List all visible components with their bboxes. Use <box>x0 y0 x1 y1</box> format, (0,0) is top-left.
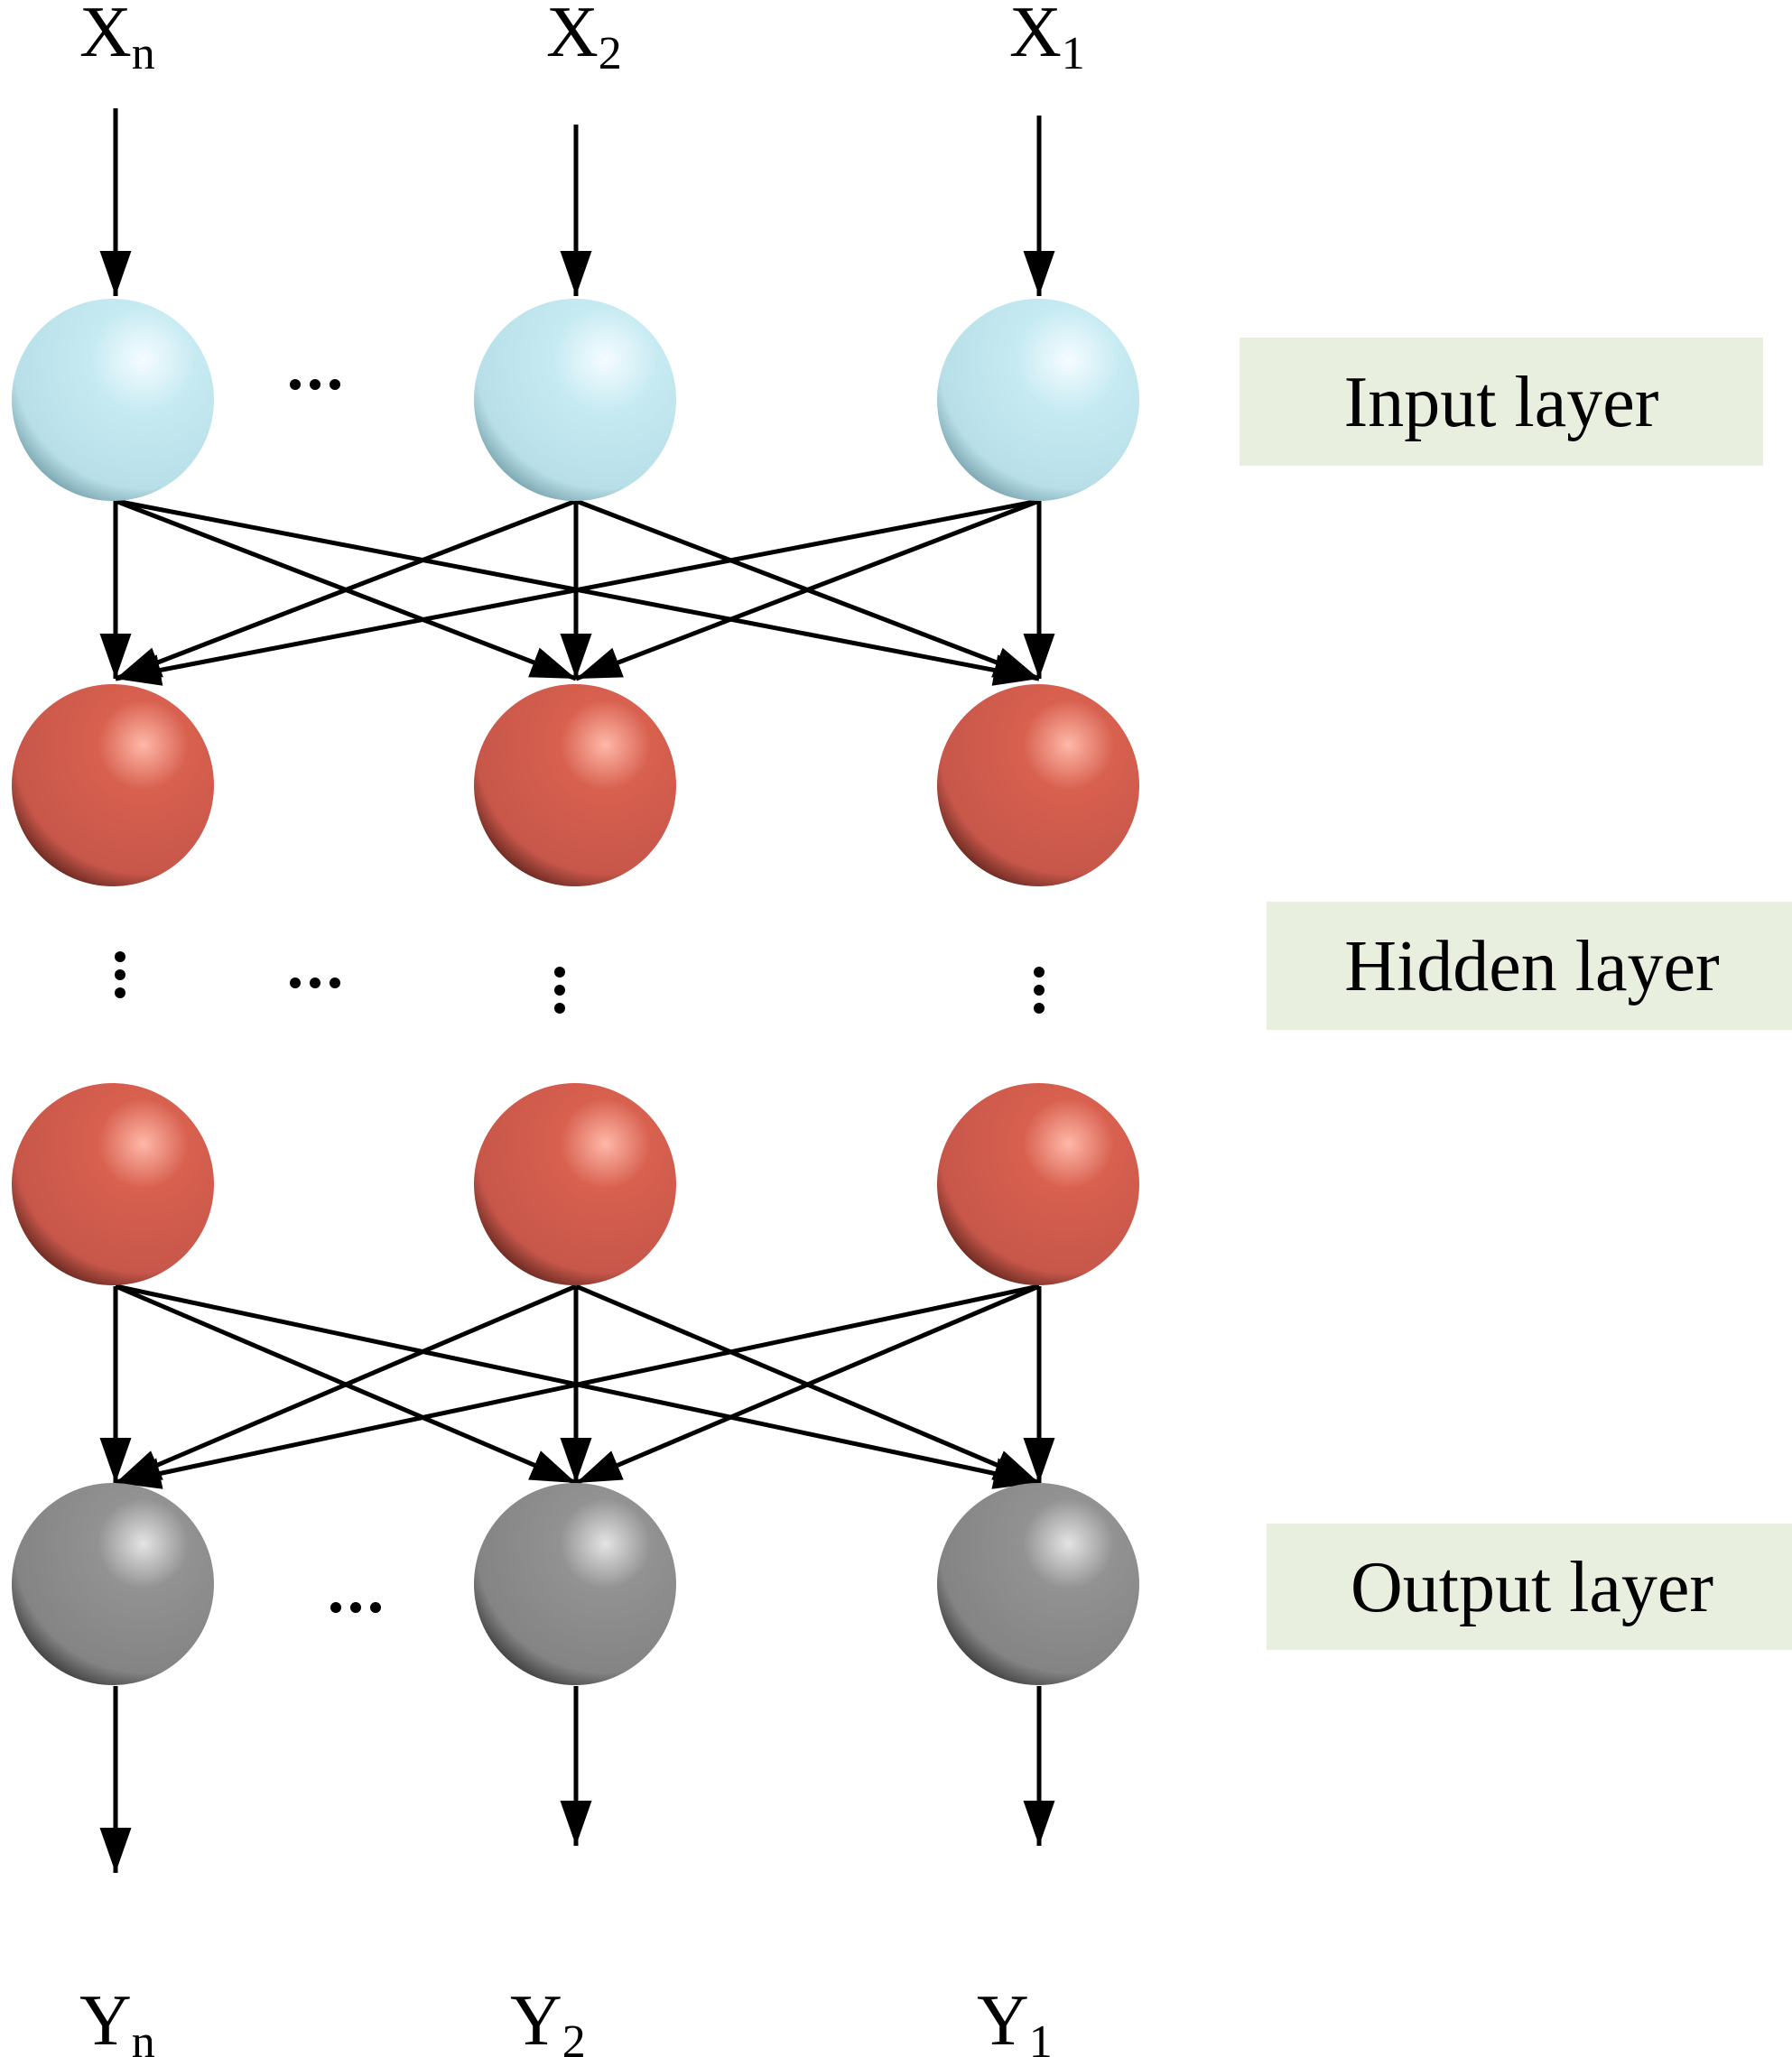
ellipsis-horizontal-input <box>290 379 340 390</box>
hidden-node <box>474 1083 676 1285</box>
output-node-n <box>12 1483 214 1685</box>
hidden-node <box>12 1083 214 1285</box>
hidden-nodes-top <box>12 684 1139 886</box>
ellipsis-vertical-col-2 <box>554 967 565 1014</box>
output-node-2 <box>474 1483 676 1685</box>
output-label-y2: Y2 <box>510 1981 586 2057</box>
edges-hidden-to-output <box>99 1283 1055 1489</box>
input-arrows <box>99 108 1055 296</box>
layer-label-input: Input layer <box>1240 338 1763 466</box>
edges-input-to-hidden <box>99 498 1055 686</box>
input-node-2 <box>474 299 676 501</box>
input-label-x1: X1 <box>1009 0 1085 79</box>
input-node-n <box>12 299 214 501</box>
ellipsis-vertical-col-1 <box>1034 967 1045 1014</box>
ellipsis-vertical-col-n <box>115 951 125 998</box>
input-nodes <box>12 299 1139 501</box>
output-label-yn: Yn <box>79 1981 155 2057</box>
output-node-1 <box>937 1483 1139 1685</box>
ellipsis-horizontal-hidden <box>290 978 340 988</box>
hidden-node <box>12 684 214 886</box>
layer-label-output-text: Output layer <box>1351 1548 1713 1627</box>
ellipsis-horizontal-output <box>330 1602 381 1613</box>
hidden-node <box>474 684 676 886</box>
layer-label-hidden-text: Hidden layer <box>1344 927 1719 1006</box>
input-label-x2: X2 <box>546 0 622 79</box>
layer-label-input-text: Input layer <box>1344 363 1659 442</box>
output-nodes <box>12 1483 1139 1685</box>
hidden-nodes-bottom <box>12 1083 1139 1285</box>
output-label-y1: Y1 <box>977 1981 1053 2057</box>
output-arrows <box>99 1686 1055 1873</box>
hidden-node <box>937 684 1139 886</box>
input-node-1 <box>937 299 1139 501</box>
layer-label-output: Output layer <box>1267 1524 1792 1650</box>
layer-label-hidden: Hidden layer <box>1267 902 1792 1030</box>
input-label-xn: Xn <box>79 0 155 79</box>
hidden-node <box>937 1083 1139 1285</box>
